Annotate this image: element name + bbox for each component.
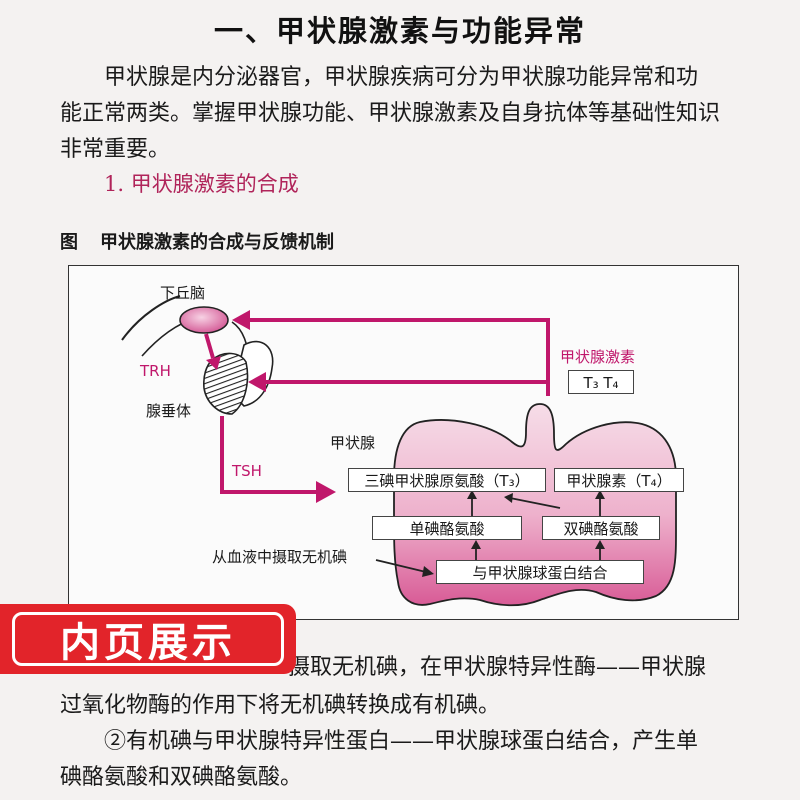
page-title: 一、甲状腺激素与功能异常 (213, 14, 586, 48)
intro-line-2: 能正常两类。掌握甲状腺功能、甲状腺激素及自身抗体等基础性知识 (60, 101, 721, 126)
mit-box: 单碘酪氨酸 (372, 516, 522, 540)
tsh-arrow-line (220, 416, 320, 494)
arrow-dit-to-t4-head (595, 490, 605, 499)
figure-caption: 图 甲状腺激素的合成与反馈机制 (60, 228, 334, 254)
arrow-bind-to-dit-head (595, 540, 605, 549)
brain-outline-curve (121, 295, 181, 341)
t3-box: 三碘甲状腺原氨酸（T₃） (348, 468, 546, 492)
arrow-dit-to-t3 (509, 497, 561, 509)
figure-title: 甲状腺激素的合成与反馈机制 (100, 232, 334, 253)
intro-line-3: 非常重要。 (60, 137, 171, 162)
body-paragraph-1: 摄取无机碘，在甲状腺特异性酶——甲状腺 过氧化物酶的作用下将无机碘转换成有机碘。 (60, 650, 750, 724)
pituitary-label: 腺垂体 (146, 402, 192, 420)
t4-box: 甲状腺素（T₄） (554, 468, 684, 492)
arrow-iodine-uptake (375, 559, 427, 573)
thyroglobulin-binding-box: 与甲状腺球蛋白结合 (436, 560, 644, 584)
body-line-2: 过氧化物酶的作用下将无机碘转换成有机碘。 (60, 693, 501, 718)
body-line-4: 碘酪氨酸和双碘酪氨酸。 (60, 765, 303, 790)
trh-label: TRH (140, 362, 171, 380)
pituitary-anterior-lobe (203, 352, 249, 415)
feedback-line (244, 318, 550, 396)
dit-box: 双碘酪氨酸 (542, 516, 660, 540)
arrow-bind-to-mit-head (471, 540, 481, 549)
iodine-uptake-label: 从血液中摄取无机碘 (212, 548, 348, 566)
trh-arrow-head (206, 356, 221, 370)
body-line-3: ②有机碘与甲状腺特异性蛋白——甲状腺球蛋白结合，产生单 (104, 729, 699, 754)
intro-line-1: 甲状腺是内分泌器官，甲状腺疾病可分为甲状腺功能异常和功 (104, 65, 699, 90)
tsh-label: TSH (232, 462, 262, 480)
feedback-arrow-head-hypothalamus (232, 310, 250, 330)
arrow-iodine-uptake-head (422, 566, 434, 577)
promo-banner: 内页展示 (0, 604, 296, 674)
thyroid-hormone-label: 甲状腺激素 (560, 348, 636, 366)
thyroid-label: 甲状腺 (330, 434, 376, 452)
figure-label: 图 (60, 232, 78, 253)
feedback-arrow-head-pituitary (248, 372, 266, 392)
trh-arrow-line (204, 333, 215, 359)
hypothalamus-shape (179, 306, 229, 334)
section-heading: 1. 甲状腺激素的合成 (104, 172, 299, 196)
hypothalamus-label: 下丘脑 (160, 284, 206, 302)
tsh-arrow-head (316, 481, 336, 503)
body-line-1: 摄取无机碘，在甲状腺特异性酶——甲状腺 (288, 655, 707, 680)
arrow-dit-to-t3-head (504, 493, 513, 503)
t3-t4-box: T₃ T₄ (568, 370, 634, 394)
promo-banner-frame: 内页展示 (12, 612, 284, 666)
promo-banner-text: 内页展示 (60, 620, 236, 666)
arrow-mit-to-t3-head (467, 490, 477, 499)
thyroid-gland-shape (393, 403, 677, 607)
body-paragraph-2: ②有机碘与甲状腺特异性蛋白——甲状腺球蛋白结合，产生单 碘酪氨酸和双碘酪氨酸。 (60, 724, 750, 796)
intro-paragraph: 甲状腺是内分泌器官，甲状腺疾病可分为甲状腺功能异常和功 能正常两类。掌握甲状腺功… (60, 60, 750, 168)
